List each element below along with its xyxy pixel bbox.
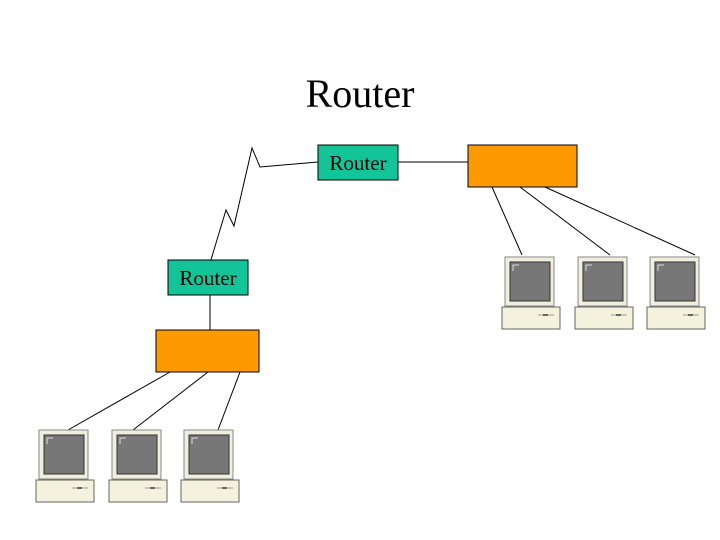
cpu-base [574,306,634,330]
screen [116,434,158,475]
slide-title: Router [305,71,415,116]
switch-icon [467,144,578,188]
computer [108,429,168,503]
drive-light [222,487,227,489]
cpu-base [35,479,95,503]
cpu-base [180,479,240,503]
computer [180,429,240,503]
computer [646,256,706,330]
screen [188,434,230,475]
cpu-base [108,479,168,503]
computer [501,256,561,330]
screen-glare [119,437,126,444]
switch-icon [155,329,260,373]
screen-glare [657,264,664,271]
router-top-label: Router [329,151,386,175]
link-switch-right-to-pc-right-1 [491,186,523,256]
screen-glare [585,264,592,271]
drive-light [77,487,82,489]
screen [509,261,551,302]
router-left: Router [167,259,249,296]
screen-glare [46,437,53,444]
link-switch-left-to-pc-left-1 [67,371,171,431]
screen [654,261,696,302]
drive-light [543,314,548,316]
link-switch-right-to-pc-right-2 [519,186,611,256]
computers [35,256,706,503]
computer [574,256,634,330]
switch-left [155,329,260,373]
drive-light [150,487,155,489]
router-icon [317,144,399,181]
router-icon [167,259,249,296]
drive-light [616,314,621,316]
link-switch-right-to-pc-right-3 [544,186,696,256]
links [67,146,696,431]
cpu-base [646,306,706,330]
screen [582,261,624,302]
cpu-base [501,306,561,330]
link-switch-left-to-pc-left-2 [132,371,209,431]
link-switch-left-to-pc-left-3 [217,371,241,431]
wan-link [209,146,319,264]
screen-glare [191,437,198,444]
screen [43,434,85,475]
router-top: Router [317,144,399,181]
drive-light [688,314,693,316]
computer [35,429,95,503]
router-left-label: Router [179,266,236,290]
switch-right [467,144,578,188]
screen-glare [512,264,519,271]
